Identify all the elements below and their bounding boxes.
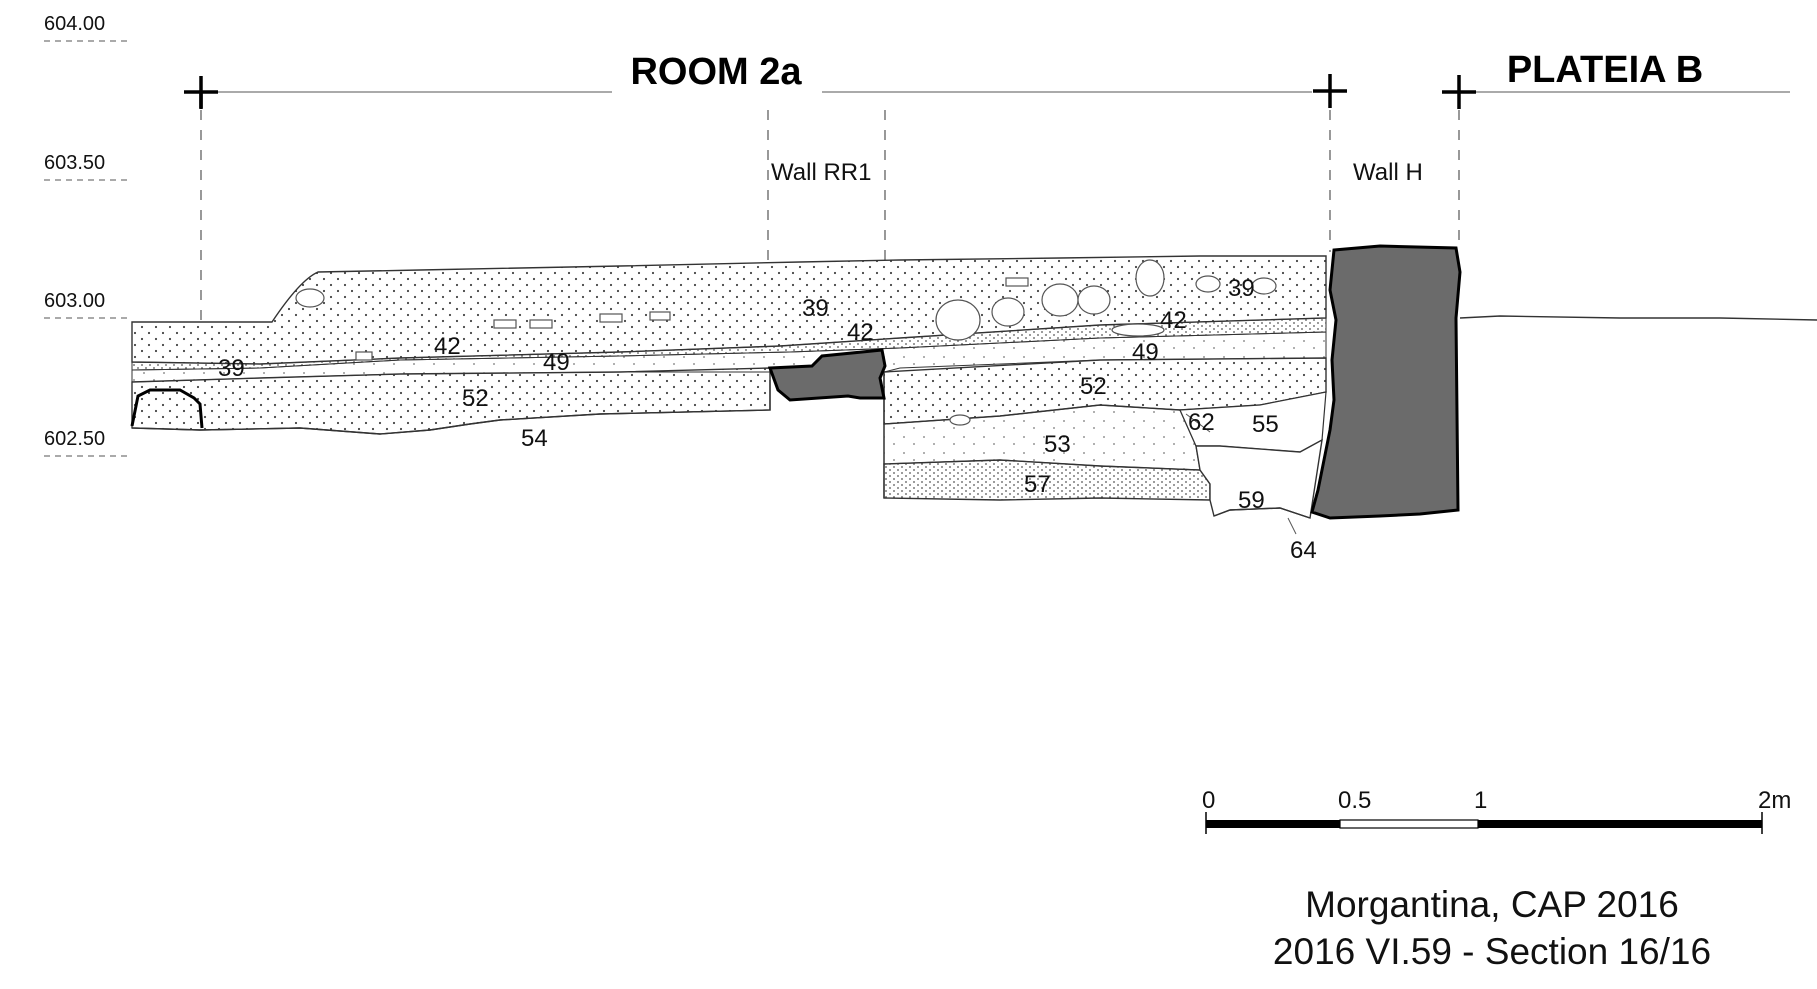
context-label: 49 [543,349,570,376]
ground-surface-plateia [1459,315,1817,321]
context-label: 54 [521,425,548,452]
wall-rr1 [767,348,887,402]
room-title: ROOM 2a [630,51,802,93]
context-labels: 39 42 49 52 54 39 42 42 49 52 53 57 62 5… [218,275,1317,564]
stones [295,259,1277,426]
projection-lines [200,110,1460,320]
wall-h [1310,244,1462,520]
context-label: 42 [434,333,461,360]
context-label: 42 [847,319,874,346]
survey-cross-icon [184,76,218,109]
elevation-label-604: 604.00 [44,13,105,35]
context-label: 52 [462,385,489,412]
elevation-label-602-50: 602.50 [44,428,105,450]
elevation-scale: 604.00 603.50 603.00 602.50 [44,13,128,457]
scale-label-1: 1 [1474,787,1487,814]
context-label: 53 [1044,431,1071,458]
context-label: 57 [1024,471,1051,498]
survey-cross-icon [1442,75,1476,109]
west-cut [130,388,204,429]
context-label: 42 [1160,307,1187,334]
elevation-label-603-50: 603.50 [44,152,105,174]
context-label: 55 [1252,411,1279,438]
scale-label-0-5: 0.5 [1338,787,1371,814]
scale-label-0: 0 [1202,787,1215,814]
caption-site: Morgantina, CAP 2016 [1305,884,1679,925]
scale-label-2m: 2m [1758,787,1791,814]
context-label: 59 [1238,487,1265,514]
caption-section: 2016 VI.59 - Section 16/16 [1273,931,1711,972]
wall-rr1-label: Wall RR1 [771,159,871,186]
elevation-label-603: 603.00 [44,290,105,312]
leader-62 [1185,413,1211,433]
context-label: 49 [1132,339,1159,366]
leader-64 [1287,517,1297,535]
scale-bar: 0 0.5 1 2m [1202,787,1791,834]
context-label: 39 [1228,275,1255,302]
area-header: ROOM 2a PLATEIA B [184,48,1790,109]
context-label: 52 [1080,373,1107,400]
context-label: 62 [1188,409,1215,436]
wall-h-label: Wall H [1353,159,1423,186]
survey-cross-icon [1313,74,1347,108]
context-label: 64 [1290,537,1317,564]
plateia-title: PLATEIA B [1507,49,1703,91]
context-label: 39 [218,355,245,382]
context-label: 39 [802,295,829,322]
